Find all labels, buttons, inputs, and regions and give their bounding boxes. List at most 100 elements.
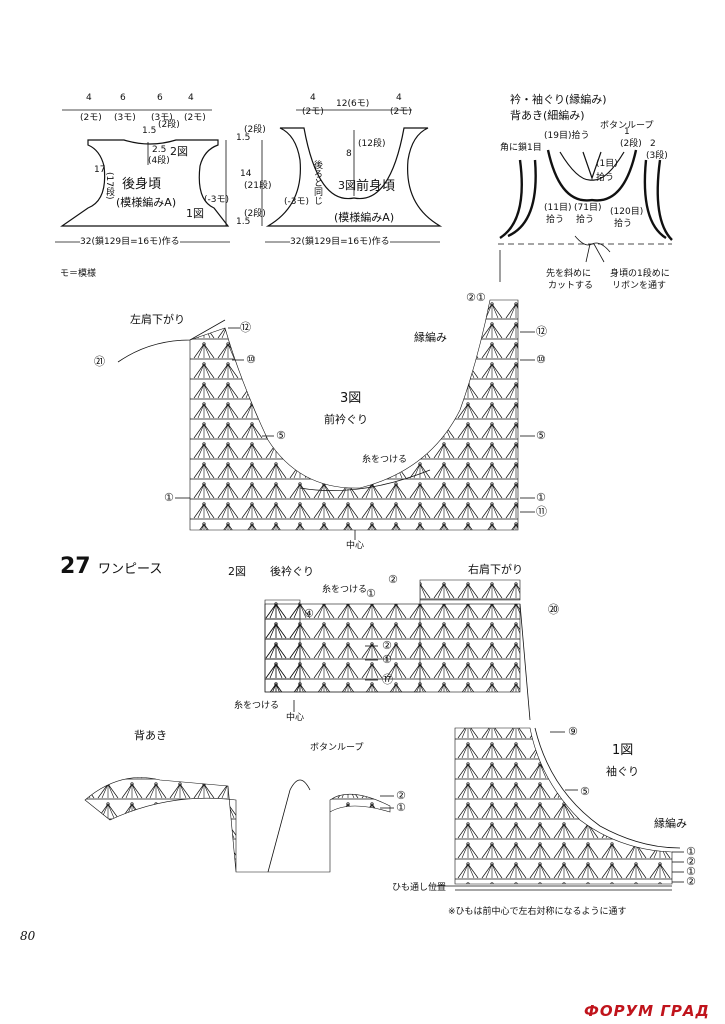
fig3-row-5-left: ⑤ [276,429,286,442]
back-top-dim-3: 6 [157,93,163,103]
fig1-edging: 縁編み [654,817,687,830]
assembly-shape [498,149,673,282]
fig2-attach-yarn-2: 糸をつける [234,701,280,711]
assembly-pick-1b: 拾う [596,173,615,183]
fig3-left-shoulder: 左肩下がり [130,313,185,326]
front-left-dim-6: (2段) [244,209,266,219]
back-top-dim-2: 6 [120,93,126,103]
front-left-dim-4: (21段) [244,181,272,191]
fig3-row-10-left: ⑩ [246,353,256,366]
fig1-subtitle: 袖ぐり [606,765,639,778]
back-neck-label: 1.5 [142,126,157,136]
assembly-ribbon-note-2: リボンを通す [612,281,667,291]
fig2-row-4: ④ [304,607,314,620]
assembly-neck-dim-rows: (2段) [620,139,642,149]
fig2-row-1-top: ① [366,587,376,600]
fig2-center: 中心 [286,713,305,723]
fig3-attach-yarn: 糸をつける [362,455,408,465]
back-top-dim-4: 4 [188,93,194,103]
fig1-row-5: ⑤ [580,785,590,798]
pattern-title: ワンピース [98,562,163,577]
fig1-row-1a: ① [686,845,696,858]
assembly-pick-1: (1目) [596,159,618,169]
legend: モ＝模様 [60,269,97,279]
fig3-subtitle: 前衿ぐり [324,413,368,426]
front-fig-ref: 3図 [338,179,356,192]
assembly-cut-note-2: カットする [548,281,594,291]
fig1-title: 1図 [612,743,634,758]
back-fig-ref: 2図 [170,145,188,158]
fig2-right-shoulder: 右肩下がり [468,563,523,576]
fig2-title: 2図 [228,565,246,578]
assembly-pick-120b: 拾う [614,219,633,229]
back-top-sub-3: (3モ) [151,113,173,123]
fig2-attach-yarn: 糸をつける [322,585,368,595]
fig2-subtitle: 後衿ぐり [270,565,314,578]
front-left-dim-2: (2段) [244,125,266,135]
back-top-sub-2: (3モ) [114,113,136,123]
assembly-side-dim: 2 [650,139,656,149]
page-number: 80 [20,929,36,943]
back-neck-rows: (2段) [158,120,180,130]
assembly-pick-120: (120目) [610,207,644,217]
assembly-pick-11b: 拾う [546,215,565,225]
assembly-title: 衿・袖ぐり(縁編み) [510,93,607,106]
fig1-row-9: ⑨ [568,725,578,738]
fig3-row-1-right: ① [536,491,546,504]
front-body-title: 前身頃 [356,179,396,194]
assembly-pick-71: (71目) [574,203,602,213]
back-opening-row-2: ② [396,789,406,802]
fig3-row-10-right: ⑩ [536,353,546,366]
front-top-sub-1: (2モ) [302,107,324,117]
assembly-neck-dim: 1 [624,127,630,137]
front-body-shape [261,109,443,243]
fig1-tie-position: ひも通し位置 [392,883,447,893]
assembly-corner: 角に鎖1目 [500,143,542,153]
back-opening-chart [84,777,394,873]
front-top-dim-1: 4 [310,93,316,103]
back-top-sub-4: (2モ) [184,113,206,123]
fig2-row-2: ② [382,639,392,652]
back-side-rows: (17段) [104,172,114,200]
fig2-row-20: ⑳ [548,603,559,616]
front-top-sub-2: (2モ) [390,107,412,117]
back-top-sub-1: (2モ) [80,113,102,123]
back-bottom-dim: 32(鎖129目=16モ)作る [80,237,180,247]
assembly-ribbon-note-1: 身頃の1段めに [610,269,670,279]
fig1-row-2b: ② [686,875,696,888]
fig2-row-17: ⑰ [382,673,393,686]
back-opening-row-1: ① [396,801,406,814]
assembly-subtitle: 背あき(細編み) [510,109,585,122]
assembly-pick-71b: 拾う [576,215,595,225]
fig3-top-rows: ②① [466,291,486,304]
back-armhole-ref: 1図 [186,207,204,220]
front-left-dim-3: 14 [240,169,252,179]
fig2-row-1: ① [382,653,392,666]
back-side-note: (-3モ) [204,195,229,205]
fig1-row-2a: ② [686,855,696,868]
fig3-edging: 縁編み [414,331,447,344]
assembly-pick-11: (11目) [544,203,572,213]
assembly-cut-note-1: 先を斜めに [546,269,592,279]
fig2-row-2-top: ② [388,573,398,586]
back-neck-depth: 2.5 [152,145,167,155]
back-side-height: 17 [94,165,106,175]
front-side-note: (-3モ) [284,197,309,207]
fig3-row-12-right: ⑫ [536,325,547,338]
fig3-row-21: ㉑ [94,355,105,368]
front-neck-rows: (12段) [358,139,386,149]
back-neck-depth-rows: (4段) [148,156,170,166]
assembly-pick-19: (19目)拾う [544,131,590,141]
back-opening-button-loop: ボタンループ [310,743,364,753]
back-opening-title: 背あき [134,729,167,742]
front-top-dim-2: 12(6モ) [336,99,370,109]
fig3-row-12-left: ⑫ [240,321,251,334]
front-body-subtitle: (模様編みA) [334,211,395,224]
pattern-number: 27 [60,554,91,579]
fig3-row-5-right: ⑤ [536,429,546,442]
fig3-row-1-left: ① [164,491,174,504]
back-body-title: 後身頃 [122,177,162,192]
front-bottom-dim: 32(鎖129目=16モ)作る [290,237,390,247]
